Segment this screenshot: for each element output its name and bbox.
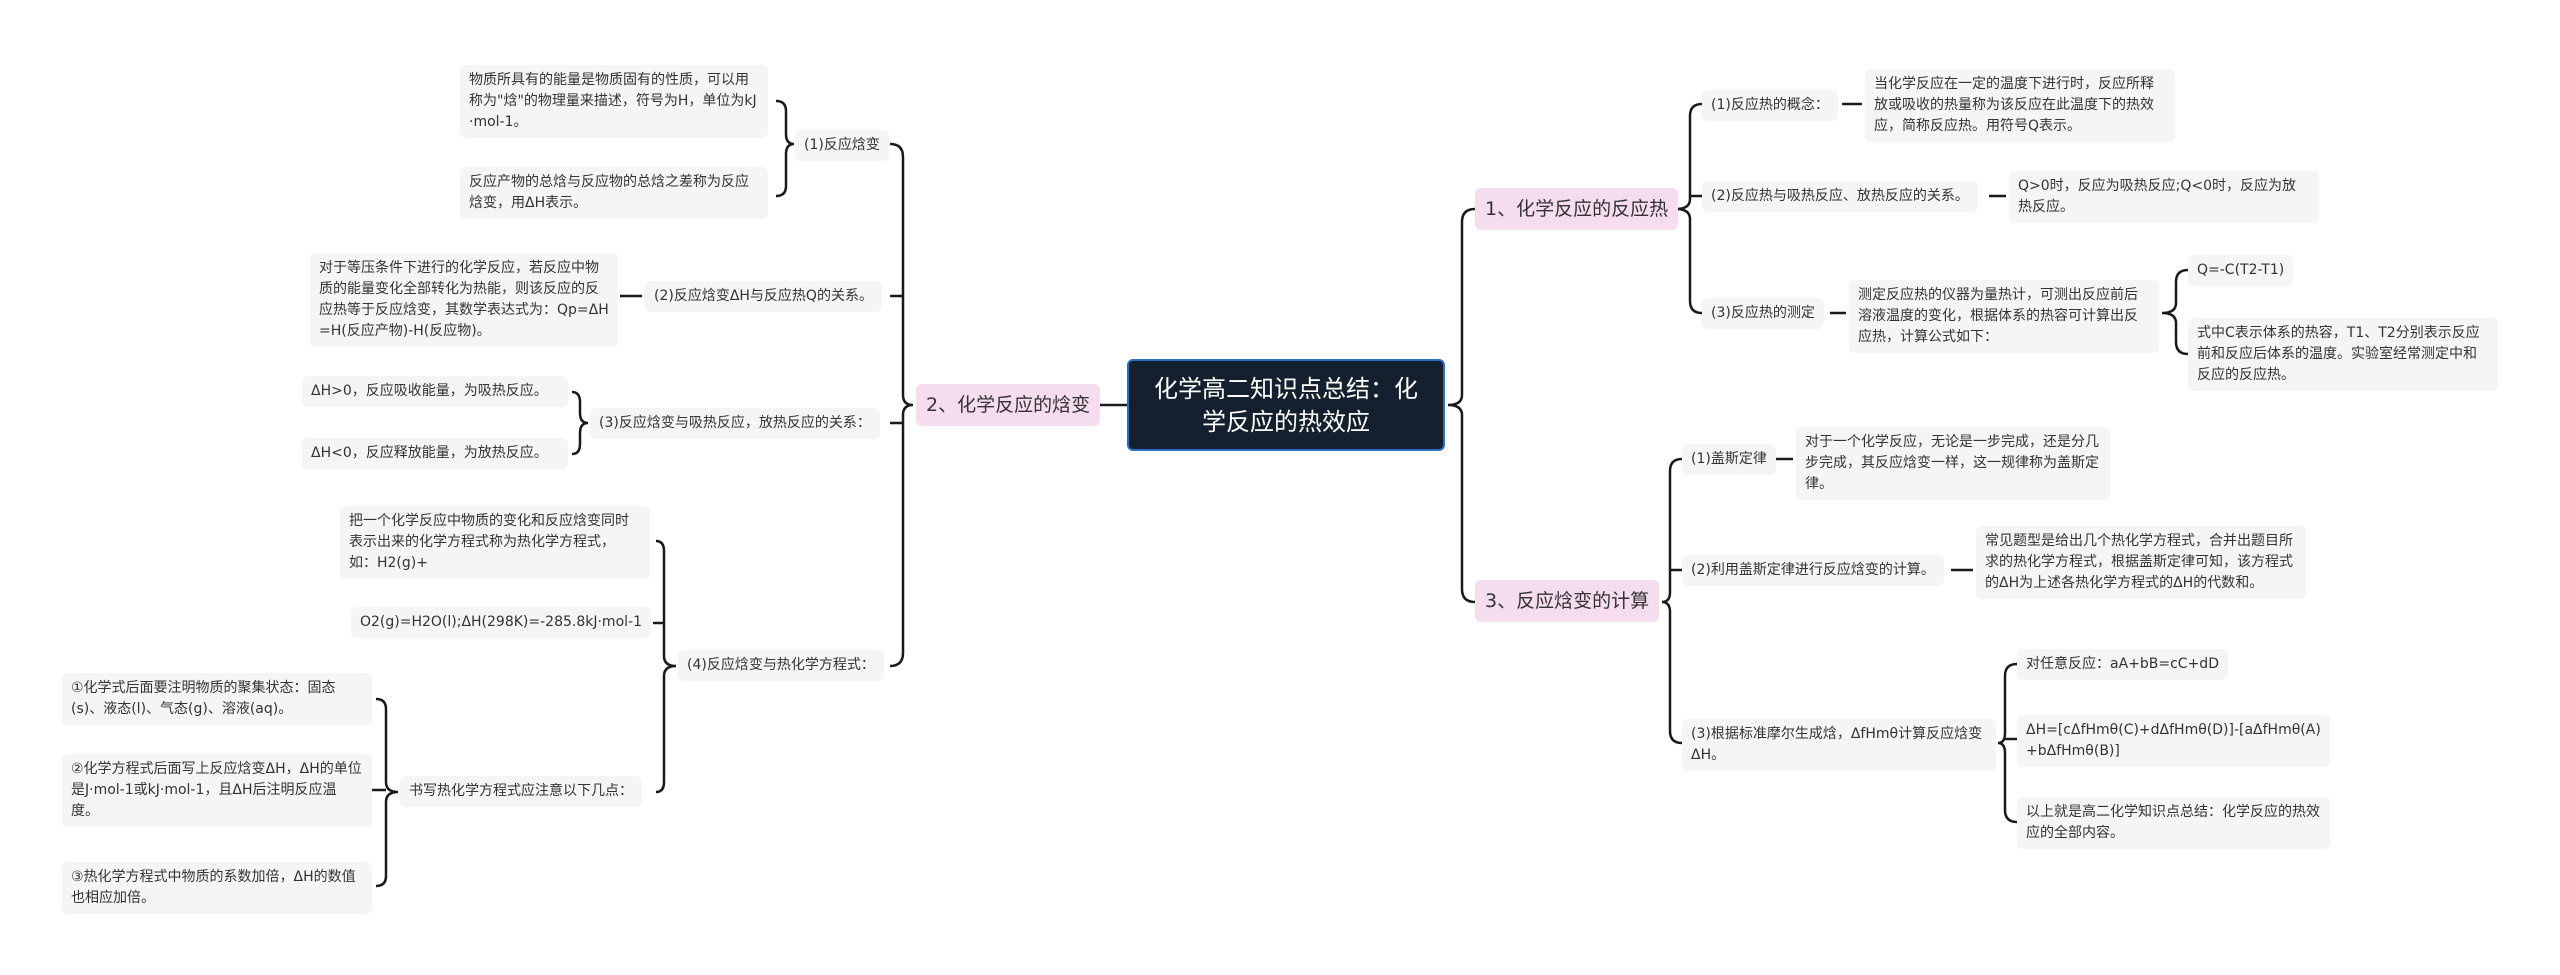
section-title: 3、反应焓变的计算 (1485, 590, 1650, 612)
detail-node[interactable]: 对于等压条件下进行的化学反应，若反应中物质的能量变化全部转化为热能，则该反应的反… (310, 253, 618, 347)
topic-node[interactable]: (3)反应热的测定 (1702, 298, 1824, 329)
root-topic[interactable]: 化学高二知识点总结：化学反应的热效应 (1127, 359, 1445, 451)
detail-node[interactable]: ΔH>0，反应吸收能量，为吸热反应。 (302, 376, 568, 407)
detail-node[interactable]: ①化学式后面要注明物质的聚集状态：固态(s)、液态(l)、气态(g)、溶液(aq… (62, 673, 372, 725)
topic-node[interactable]: (3)反应焓变与吸热反应，放热反应的关系： (590, 408, 880, 439)
section-enthalpy-calc[interactable]: 3、反应焓变的计算 (1475, 580, 1660, 622)
detail-node[interactable]: 当化学反应在一定的温度下进行时，反应所释放或吸收的热量称为该反应在此温度下的热效… (1865, 69, 2175, 142)
topic-node[interactable]: (2)反应热与吸热反应、放热反应的关系。 (1702, 181, 1978, 212)
topic-node[interactable]: (3)根据标准摩尔生成焓，ΔfHmθ计算反应焓变ΔH。 (1682, 719, 1996, 771)
topic-node[interactable]: (2)反应焓变ΔH与反应热Q的关系。 (645, 281, 882, 312)
section-reaction-heat[interactable]: 1、化学反应的反应热 (1475, 188, 1679, 230)
detail-node[interactable]: 反应产物的总焓与反应物的总焓之差称为反应焓变，用ΔH表示。 (460, 167, 768, 219)
detail-node[interactable]: ΔH<0，反应释放能量，为放热反应。 (302, 438, 568, 469)
root-title: 化学高二知识点总结：化学反应的热效应 (1154, 375, 1418, 436)
section-enthalpy-change[interactable]: 2、化学反应的焓变 (916, 384, 1101, 426)
section-title: 2、化学反应的焓变 (926, 394, 1091, 416)
topic-node[interactable]: (1)反应热的概念： (1702, 90, 1838, 121)
topic-node[interactable]: 书写热化学方程式应注意以下几点： (400, 776, 642, 807)
detail-node[interactable]: 式中C表示体系的热容，T1、T2分别表示反应前和反应后体系的温度。实验室经常测定… (2188, 318, 2498, 391)
detail-node[interactable]: O2(g)=H2O(l);ΔH(298K)=-285.8kJ·mol-1 (351, 607, 651, 638)
detail-node[interactable]: ②化学方程式后面写上反应焓变ΔH，ΔH的单位是J·mol-1或kJ·mol-1，… (62, 754, 372, 827)
detail-node[interactable]: Q>0时，反应为吸热反应;Q<0时，反应为放热反应。 (2009, 171, 2319, 223)
detail-node[interactable]: ΔH=[cΔfHmθ(C)+dΔfHmθ(D)]-[aΔfHmθ(A)+bΔfH… (2017, 715, 2330, 767)
topic-node[interactable]: (2)利用盖斯定律进行反应焓变的计算。 (1682, 555, 1944, 586)
detail-node[interactable]: 对于一个化学反应，无论是一步完成，还是分几步完成，其反应焓变一样，这一规律称为盖… (1796, 427, 2110, 500)
detail-node[interactable]: 把一个化学反应中物质的变化和反应焓变同时表示出来的化学方程式称为热化学方程式，如… (340, 506, 650, 579)
section-title: 1、化学反应的反应热 (1485, 198, 1669, 220)
detail-node[interactable]: Q=-C(T2-T1) (2188, 255, 2294, 286)
detail-node[interactable]: 物质所具有的能量是物质固有的性质，可以用称为"焓"的物理量来描述，符号为H，单位… (460, 65, 768, 138)
topic-node[interactable]: (1)反应焓变 (795, 130, 889, 161)
topic-node[interactable]: (4)反应焓变与热化学方程式： (678, 650, 884, 681)
detail-node[interactable]: 对任意反应：aA+bB=cC+dD (2017, 649, 2228, 680)
detail-node[interactable]: ③热化学方程式中物质的系数加倍，ΔH的数值也相应加倍。 (62, 862, 372, 914)
detail-node[interactable]: 以上就是高二化学知识点总结：化学反应的热效应的全部内容。 (2017, 797, 2330, 849)
detail-node[interactable]: 测定反应热的仪器为量热计，可测出反应前后溶液温度的变化，根据体系的热容可计算出反… (1849, 280, 2159, 353)
detail-node[interactable]: 常见题型是给出几个热化学方程式，合并出题目所求的热化学方程式，根据盖斯定律可知，… (1976, 526, 2306, 599)
topic-node[interactable]: (1)盖斯定律 (1682, 444, 1776, 475)
